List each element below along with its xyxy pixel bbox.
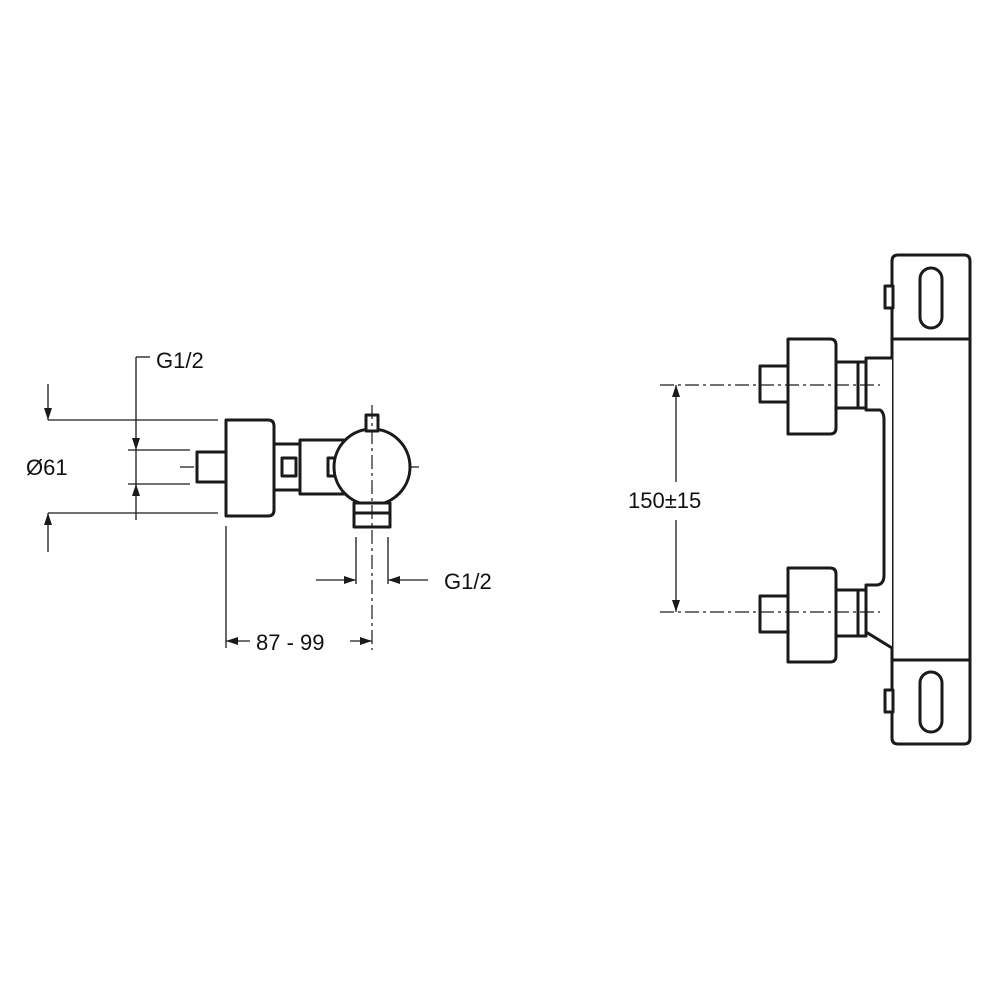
outlet-right-arrowhead: [388, 576, 400, 584]
thread-top-arrowhead: [132, 438, 140, 450]
top-side-button: [883, 284, 895, 310]
diameter-bottom-arrowhead: [44, 513, 52, 525]
center-distance-top-arrowhead: [672, 385, 680, 397]
diameter-top-arrowhead: [44, 408, 52, 420]
side-view: G1/2 Ø61 G1/2 87 - 99: [26, 348, 492, 655]
side-top-thread-label: G1/2: [156, 348, 204, 373]
outlet-left-arrowhead: [344, 576, 356, 584]
depth-right-arrowhead: [360, 637, 372, 645]
bottom-inlet-stub: [758, 594, 790, 634]
mixer-bar-body: [890, 253, 972, 746]
bottom-handle-slot: [918, 670, 944, 734]
thread-bottom-arrowhead: [132, 484, 140, 496]
bottom-inlet-nut: [856, 588, 868, 638]
depth-left-arrowhead: [226, 637, 238, 645]
top-inlet-flange: [786, 337, 838, 436]
internal-link-pipe: [864, 356, 893, 650]
side-depth-label: 87 - 99: [256, 630, 325, 655]
connector-nut: [280, 456, 298, 478]
front-view: 150±15: [628, 253, 972, 746]
inlet-stub: [195, 450, 229, 484]
side-bottom-thread-label: G1/2: [444, 569, 492, 594]
bottom-side-button: [883, 688, 895, 714]
bottom-inlet-connector: [834, 588, 860, 638]
bottom-inlet-flange: [786, 566, 838, 664]
wall-flange: [224, 418, 276, 518]
top-handle-slot: [918, 266, 944, 330]
top-inlet-stub: [758, 364, 790, 404]
center-distance-bottom-arrowhead: [672, 600, 680, 612]
front-center-distance-label: 150±15: [628, 488, 701, 513]
side-diameter-label: Ø61: [26, 455, 68, 480]
